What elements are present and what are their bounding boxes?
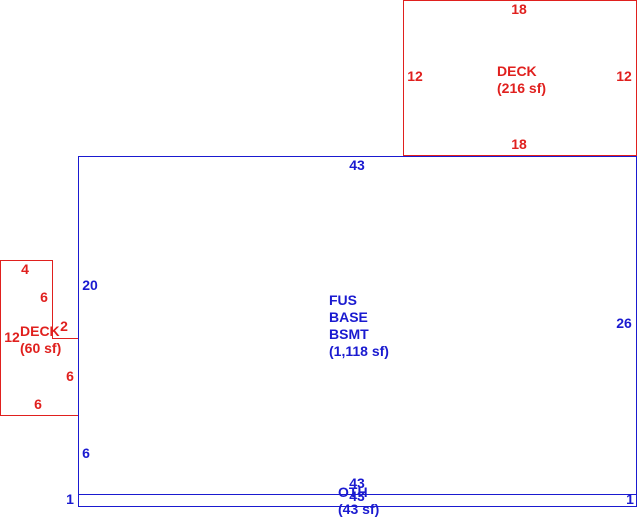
deck-left-dim-a: 6 [40,289,48,305]
main-dim-right: 26 [616,315,632,331]
strip-dim-left: 1 [66,491,74,507]
main-label-bsmt: BSMT [329,326,369,342]
main-dim-top: 43 [349,157,365,173]
deck-left-dim-c: 6 [66,368,74,384]
deck-top-area: (216 sf) [497,80,546,96]
deck-left-dim-left: 12 [4,329,20,345]
strip-dim-bottom: 43 [349,488,365,504]
main-label-base: BASE [329,309,368,325]
main-area: (1,118 sf) [329,343,389,359]
deck-top-dim-left: 12 [407,68,423,84]
strip-outline [78,494,637,507]
deck-left-area: (60 sf) [20,340,61,356]
deck-top-dim-top: 18 [511,1,527,17]
deck-left-name: DECK [20,323,60,339]
deck-top-name: DECK [497,63,537,79]
deck-left-outline [0,260,78,416]
main-label-fus: FUS [329,292,357,308]
strip-dim-right: 1 [626,491,634,507]
strip-area: (43 sf) [338,501,379,517]
strip-name: OTH [338,484,368,500]
main-dim-left-lower: 6 [82,445,90,461]
main-dim-bottom: 43 [349,475,365,491]
deck-left-dim-top: 4 [21,261,29,277]
deck-top-outline [403,0,637,156]
deck-top-dim-right: 12 [616,68,632,84]
main-dim-left-upper: 20 [82,277,98,293]
deck-top-dim-bottom: 18 [511,136,527,152]
deck-left-dim-b: 2 [60,318,68,334]
deck-left-dim-bottom: 6 [34,396,42,412]
